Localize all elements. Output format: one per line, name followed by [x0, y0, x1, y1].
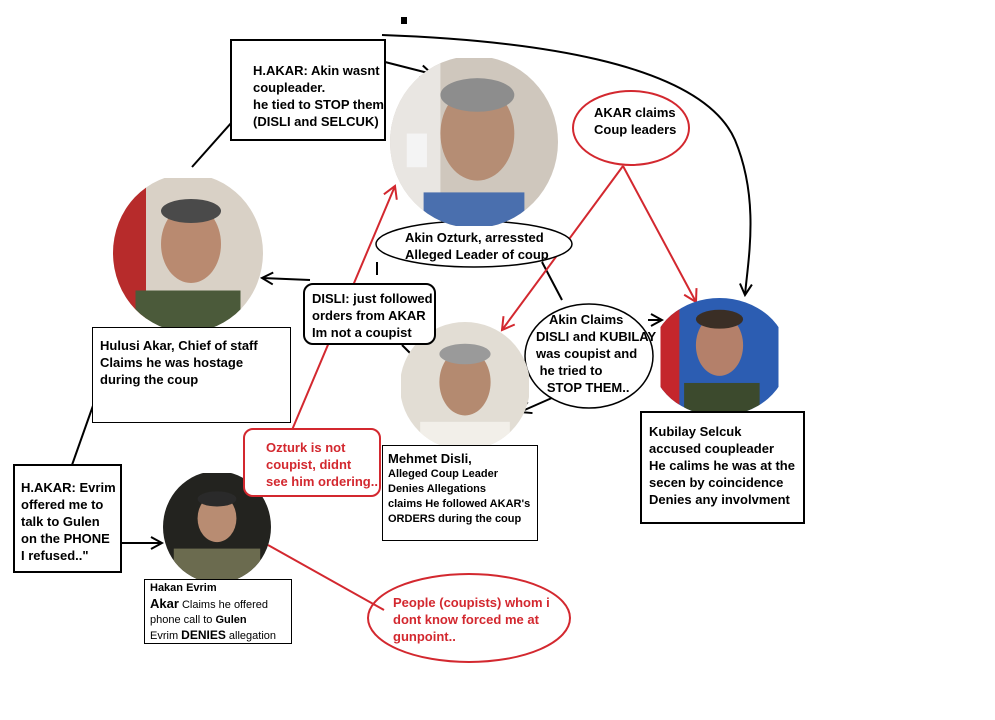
label-line: DISLI and KUBILAY: [536, 329, 657, 344]
people-gunpoint-label: People (coupists) whom i dont know force…: [393, 594, 550, 645]
label-line: was coupist and: [536, 346, 638, 361]
note-line: Im not a coupist: [312, 325, 412, 340]
disli-followed-note: DISLI: just followed orders from AKAR Im…: [303, 283, 436, 345]
note-text: allegation: [225, 630, 277, 642]
akin-ozturk-caption: Akin Ozturk, arressted Alleged Leader of…: [405, 229, 549, 263]
caption-line: Alleged Leader of coup: [405, 247, 549, 262]
note-strong: DENIES: [181, 628, 226, 642]
note-strong: Akar: [150, 596, 179, 611]
note-line: claims He followed AKAR's: [388, 498, 531, 510]
note-line: coupleader.: [253, 80, 326, 95]
note-line: Hakan Evrim: [150, 582, 217, 594]
note-line: Evrim DENIES allegation: [150, 628, 291, 644]
note-line: DISLI: just followed: [312, 291, 433, 306]
note-line: secen by coincidence: [649, 475, 784, 490]
line-red-to-people: [267, 544, 385, 611]
line-hulusi-to-hakar: [191, 121, 233, 168]
note-line: see him ordering..: [266, 474, 378, 489]
label-line: Akin Claims: [549, 312, 624, 327]
note-line: Akar Claims he offered: [150, 596, 291, 613]
note-text: Claims he offered: [178, 599, 268, 611]
face-icon: [390, 58, 558, 226]
note-line: (DISLI and SELCUK): [253, 114, 379, 129]
note-line: H.AKAR: Evrim: [21, 480, 116, 495]
hulusi-akar-note: Hulusi Akar, Chief of staff Claims he wa…: [92, 327, 291, 423]
akar-claims-ellipse: [572, 90, 690, 166]
label-line: AKAR claims: [594, 105, 676, 120]
note-line: coupist, didnt: [266, 457, 352, 472]
note-line: accused coupleader: [649, 441, 774, 456]
arrow-red-to-kubilay: [622, 165, 698, 304]
note-line: during the coup: [100, 372, 199, 387]
akar-claims-label: AKAR claims Coup leaders: [594, 104, 676, 138]
label-line: gunpoint..: [393, 629, 456, 644]
note-line: H.AKAR: Akin wasnt: [253, 63, 380, 78]
note-line: Denies Allegations: [388, 483, 487, 495]
label-line: People (coupists) whom i: [393, 595, 550, 610]
hakan-evrim-note: Hakan Evrim Akar Claims he offered phone…: [144, 579, 292, 644]
line-ozturk-to-claims: [541, 261, 563, 301]
mehmet-disli-note: Mehmet Disli, Alleged Coup Leader Denies…: [382, 445, 538, 541]
note-line: he tied to STOP them: [253, 97, 384, 112]
note-line: offered me to: [21, 497, 104, 512]
label-line: he tried to: [536, 363, 603, 378]
arrow-top-to-kubilay: [381, 34, 751, 295]
hakar-akin-note: H.AKAR: Akin wasnt coupleader. he tied t…: [230, 39, 386, 141]
ozturk-not-coupist-note: Ozturk is not coupist, didnt see him ord…: [243, 428, 381, 497]
kubilay-selcuk-note: Kubilay Selcuk accused coupleader He cal…: [640, 411, 805, 524]
akin-claims-label: Akin Claims DISLI and KUBILAY was coupis…: [536, 311, 656, 396]
label-line: Coup leaders: [594, 122, 677, 137]
akin-claims-ellipse: [524, 303, 654, 409]
hulusi-akar-photo: [113, 174, 263, 332]
akin-ozturk-photo: [390, 56, 558, 228]
face-icon: [660, 298, 779, 416]
note-line: Alleged Coup Leader: [388, 468, 499, 480]
face-icon: [113, 178, 263, 328]
note-text: Evrim: [150, 630, 182, 642]
label-line: STOP THEM..: [536, 380, 630, 395]
caption-line: Akin Ozturk, arressted: [405, 230, 544, 245]
note-line: on the PHONE: [21, 531, 110, 546]
note-line: I refused..": [21, 548, 89, 563]
note-line: Ozturk is not: [266, 440, 346, 455]
note-line: Hulusi Akar, Chief of staff: [100, 338, 258, 353]
note-strong: Gulen: [215, 614, 247, 626]
note-line: Kubilay Selcuk: [649, 424, 742, 439]
note-line: He calims he was at the: [649, 458, 795, 473]
kubilay-selcuk-photo: [651, 298, 788, 416]
dot-mark: [401, 17, 407, 24]
people-ellipse: [367, 573, 571, 663]
note-line: ORDERS during the coup: [388, 513, 522, 525]
line-hulusi-to-evrim-note: [71, 399, 96, 466]
arrow-disli-to-hulusi: [262, 278, 311, 280]
note-line: Claims he was hostage: [100, 355, 244, 370]
note-line: Mehmet Disli,: [388, 451, 472, 466]
label-line: dont know forced me at: [393, 612, 539, 627]
note-line: talk to Gulen: [21, 514, 100, 529]
note-text: phone call to: [150, 614, 216, 626]
note-line: phone call to Gulen: [150, 613, 291, 628]
hakar-evrim-note: H.AKAR: Evrim offered me to talk to Gule…: [13, 464, 122, 573]
note-line: orders from AKAR: [312, 308, 426, 323]
note-line: Denies any involvment: [649, 492, 790, 507]
